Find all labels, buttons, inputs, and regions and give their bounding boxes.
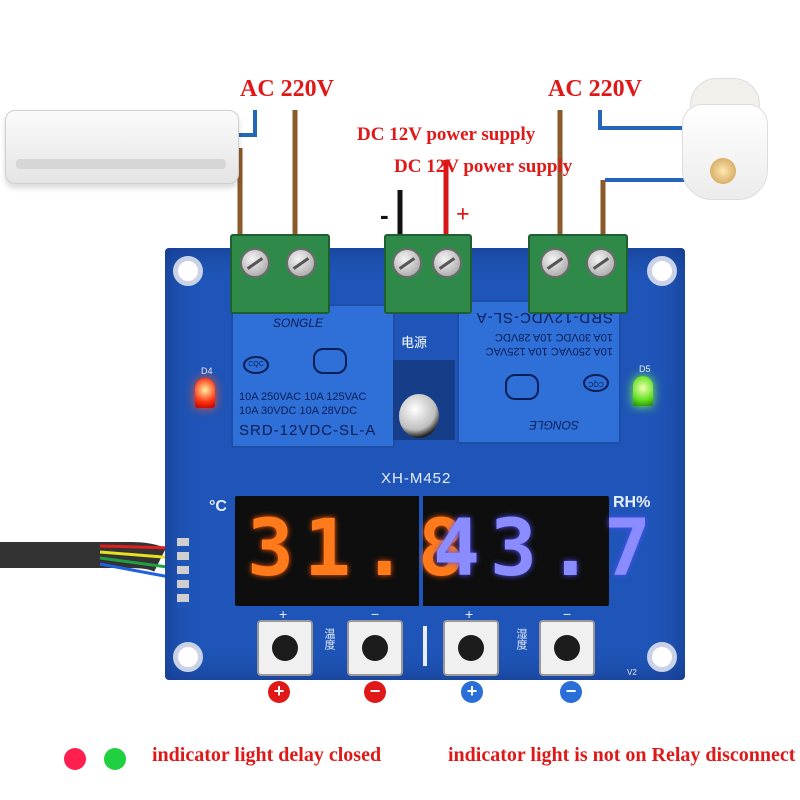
dc-12v-label-1: DC 12V power supply bbox=[357, 124, 536, 145]
relay-right-spec-2: 10A 30VDC 10A 28VDC bbox=[494, 331, 613, 343]
relay-left: SONGLE CQC 10A 250VAC 10A 125VAC 10A 30V… bbox=[231, 304, 395, 448]
hum-minus-mark: − bbox=[563, 606, 572, 622]
version-label: V2 bbox=[627, 668, 637, 677]
air-conditioner-image bbox=[5, 110, 239, 184]
ac-220v-right-label: AC 220V bbox=[548, 76, 642, 102]
legend-relay-disconnect: indicator light is not on Relay disconne… bbox=[448, 744, 796, 766]
led-d4-label: D4 bbox=[201, 366, 213, 376]
hum-plus-marker: + bbox=[461, 681, 483, 703]
board-model-label: XH-M452 bbox=[381, 470, 452, 487]
capacitor bbox=[399, 394, 439, 438]
temp-plus-mark: + bbox=[279, 606, 288, 622]
led-display-panel: 31.8 43.7 bbox=[235, 496, 651, 606]
screw-terminal-3 bbox=[392, 248, 422, 278]
temp-minus-mark: − bbox=[371, 606, 380, 622]
temp-plus-marker: + bbox=[268, 681, 290, 703]
display-divider bbox=[419, 496, 423, 606]
led-d5-label: D5 bbox=[639, 364, 651, 374]
ul-mark-icon bbox=[313, 348, 347, 374]
screw-terminal-5 bbox=[540, 248, 570, 278]
red-light-dot bbox=[64, 748, 86, 770]
relay-left-model: SRD-12VDC-SL-A bbox=[239, 422, 377, 439]
temperature-display: 31.8 bbox=[247, 504, 475, 594]
hum-plus-mark: + bbox=[465, 606, 474, 622]
dc-plus-label: + bbox=[456, 202, 470, 228]
hum-plus-button[interactable] bbox=[443, 620, 499, 676]
terminal-block-power bbox=[384, 234, 472, 314]
dc-minus-label: - bbox=[380, 200, 389, 230]
relay-left-brand: SONGLE bbox=[273, 316, 324, 330]
mounting-hole-tr bbox=[647, 256, 677, 286]
temp-minus-button[interactable] bbox=[347, 620, 403, 676]
screw-terminal-2 bbox=[286, 248, 316, 278]
mounting-hole-bl bbox=[173, 642, 203, 672]
pcb-board: D4 D5 SONGLE CQC 10A 250VAC 10A 125VAC 1… bbox=[165, 248, 685, 680]
relay-right-brand: SONGLE bbox=[528, 418, 579, 432]
green-indicator-led bbox=[633, 376, 653, 406]
sensor-wire-green bbox=[99, 556, 176, 570]
relay-right-spec-1: 10A 250VAC 10A 125VAC bbox=[485, 345, 613, 357]
ac-220v-left-label: AC 220V bbox=[240, 76, 334, 102]
red-indicator-led bbox=[195, 378, 215, 408]
mounting-hole-tl bbox=[173, 256, 203, 286]
relay-right: SONGLE CQC 10A 250VAC 10A 125VAC 10A 30V… bbox=[457, 300, 621, 444]
temperature-unit-label: °C bbox=[209, 498, 227, 515]
mounting-hole-br bbox=[647, 642, 677, 672]
temp-plus-button[interactable] bbox=[257, 620, 313, 676]
power-label: 电源 bbox=[401, 336, 428, 351]
terminal-block-left bbox=[230, 234, 330, 314]
sensor-pin-header bbox=[177, 538, 189, 608]
humidity-unit-label: RH% bbox=[613, 494, 651, 511]
relay-left-spec-2: 10A 30VDC 10A 28VDC bbox=[239, 405, 358, 417]
dc-12v-label-2: DC 12V power supply bbox=[394, 156, 573, 177]
relay-left-spec-1: 10A 250VAC 10A 125VAC bbox=[239, 391, 367, 403]
sensor-wire-yellow bbox=[99, 550, 176, 560]
wire-right-blue bbox=[598, 110, 690, 130]
screw-terminal-4 bbox=[432, 248, 462, 278]
hum-minus-button[interactable] bbox=[539, 620, 595, 676]
button-group-divider bbox=[423, 626, 427, 666]
humidifier-image bbox=[680, 78, 768, 200]
sensor-wire-blue bbox=[99, 562, 176, 580]
temp-button-label: 温度 bbox=[323, 628, 335, 650]
legend-delay-closed: indicator light delay closed bbox=[152, 744, 382, 766]
screw-terminal-6 bbox=[586, 248, 616, 278]
temp-minus-marker: − bbox=[364, 681, 386, 703]
screw-terminal-1 bbox=[240, 248, 270, 278]
terminal-block-right bbox=[528, 234, 628, 314]
ul-mark-icon-right bbox=[505, 374, 539, 400]
green-light-dot bbox=[104, 748, 126, 770]
sensor-wire-red bbox=[99, 544, 176, 550]
hum-button-label: 湿度 bbox=[515, 628, 527, 650]
hum-minus-marker: − bbox=[560, 681, 582, 703]
cqc-mark-icon-right: CQC bbox=[583, 374, 609, 392]
humidity-display: 43.7 bbox=[433, 504, 661, 594]
cqc-mark-icon: CQC bbox=[243, 356, 269, 374]
